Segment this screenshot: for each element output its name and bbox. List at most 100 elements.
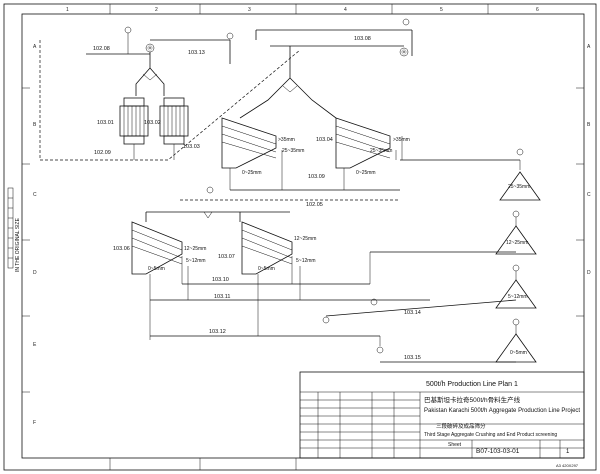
label-103-07: 103.07 [218, 254, 235, 260]
conveyor-102-05: 102.05 [180, 199, 400, 208]
pile-12-25: 12~25mm [495, 225, 537, 255]
grid-row-b: B [33, 122, 37, 128]
tb-sheet-no: 1 [566, 449, 570, 455]
tb-drawing-no: B07-103-03-01 [476, 448, 520, 455]
s1-out-1: >35mm [278, 137, 295, 143]
label-103-04: 103.04 [316, 137, 333, 143]
grid-col-2: 2 [155, 7, 158, 13]
node-top-mid [226, 32, 234, 40]
tb-line1: 500t/h Production Line Plan 1 [426, 381, 518, 388]
conveyor-102-08: 102.08 [86, 46, 150, 55]
screen-103-07: 103.07 12~25mm 5~12mm 0~5mm [218, 221, 316, 275]
conveyor-103-15: 103.15 [380, 355, 516, 363]
grid-col-3: 3 [248, 7, 251, 13]
s1-out-2: 25~35mm [282, 148, 304, 154]
s3-out-2: 5~12mm [186, 258, 206, 264]
label-103-02: 103.02 [144, 120, 161, 126]
svg-text:Ⓜ: Ⓜ [148, 45, 153, 52]
pile-label-0-5: 0~5mm [510, 350, 527, 356]
label-103-03: 103.03 [183, 144, 200, 150]
motor-103-11 [370, 298, 378, 306]
crusher-103-02: 103.02 [144, 97, 189, 145]
grid-row-a: A [33, 44, 37, 50]
pile-25-35: 25~35mm [499, 171, 541, 201]
label-103-14: 103.14 [404, 310, 421, 316]
splitter-second [145, 211, 290, 222]
pile-label-5-12: 5~12mm [508, 294, 528, 300]
tb-line2: 巴基斯坦卡拉奇500t/h骨料生产线 [424, 395, 521, 404]
grid-row-d-right: D [587, 270, 591, 276]
tb-line4: 三段破碎及成品筛分 [436, 422, 486, 430]
grid-row-c: C [33, 192, 37, 198]
side-label: IN THE ORIGINAL SIZE [15, 217, 21, 272]
grid-columns-top: 1 2 3 4 5 6 [66, 4, 539, 14]
label-102-08: 102.08 [93, 46, 110, 52]
tb-line3: Pakistan Karachi 500t/h Aggregate Produc… [424, 408, 580, 414]
label-103-01: 103.01 [97, 120, 114, 126]
tb-line6: Sheet [448, 442, 462, 448]
node-top-right [402, 18, 410, 26]
grid-col-4: 4 [344, 7, 347, 13]
motor-feed-crushers: Ⓜ [145, 43, 155, 68]
motor-pile-2 [512, 210, 520, 226]
s2-out-2: 25~35mm [370, 148, 392, 154]
pile-label-25-35: 25~35mm [508, 184, 530, 190]
pile-5-12: 5~12mm [495, 279, 537, 309]
grid-rows-right: A B C D [576, 44, 591, 317]
grid-rows-left: A B C D E F [22, 44, 37, 426]
s4-out-2: 5~12mm [296, 258, 316, 264]
s1-out-3: 0~25mm [242, 170, 262, 176]
label-103-13: 103.13 [188, 50, 205, 56]
s2-out-3: 0~25mm [356, 170, 376, 176]
label-103-06: 103.06 [113, 246, 130, 252]
motor-103-12 [376, 346, 384, 354]
grid-col-5: 5 [440, 7, 443, 13]
conveyor-103-11: 103.11 [150, 294, 430, 301]
grid-row-b-right: B [587, 122, 591, 128]
motor-mid [206, 186, 214, 194]
s2-out-1: >35mm [393, 137, 410, 143]
conveyor-103-12: 103.12 [150, 329, 381, 346]
grid-row-d: D [33, 270, 37, 276]
motor-103-14 [322, 316, 330, 324]
label-103-15: 103.15 [404, 355, 421, 361]
conveyor-103-10: 103.10 [182, 251, 516, 285]
footer-note: A3 420X297 [556, 463, 579, 468]
grid-row-c-right: C [587, 192, 591, 198]
grid-row-f: F [33, 420, 36, 426]
s4-out-1: 12~25mm [294, 236, 316, 242]
motor-pile-3 [512, 264, 520, 280]
title-block: 500t/h Production Line Plan 1 巴基斯坦卡拉奇500… [299, 371, 585, 459]
label-103-09: 103.09 [308, 174, 325, 180]
grid-col-6: 6 [536, 7, 539, 13]
label-103-11: 103.11 [214, 294, 230, 300]
conveyor-103-13: 103.13 [150, 39, 231, 64]
screen-103-03: 103.03 >35mm 25~35mm 0~25mm [183, 117, 304, 176]
s3-out-1: 12~25mm [184, 246, 206, 252]
screen-103-04: 103.04 >35mm 25~35mm 0~25mm [316, 117, 410, 176]
conveyor-102-09: 102.09 [39, 40, 301, 161]
grid-col-1: 1 [66, 7, 69, 13]
outer-border [3, 3, 597, 471]
side-scale: IN THE ORIGINAL SIZE [7, 187, 21, 272]
motor-pile-4 [512, 318, 520, 334]
label-102-09: 102.09 [94, 150, 111, 156]
pile-label-12-25: 12~25mm [506, 240, 528, 246]
grid-columns-bottom [109, 458, 297, 470]
tb-line5: Third Stage Aggregate Crushing and End P… [424, 432, 557, 438]
grid-row-a-right: A [587, 44, 591, 50]
svg-text:Ⓜ: Ⓜ [402, 49, 407, 56]
label-103-12: 103.12 [209, 329, 226, 335]
s4-out-3: 0~5mm [258, 266, 275, 272]
crusher-103-01: 103.01 [97, 97, 149, 145]
motor-pile-1 [516, 148, 524, 156]
conveyor-103-14: 103.14 [325, 299, 517, 317]
splitter-screens [239, 46, 337, 119]
s3-out-3: 0~5mm [148, 266, 165, 272]
conveyor-103-09: 103.09 [230, 174, 400, 191]
grid-row-e: E [33, 342, 37, 348]
splitter-crushers [135, 67, 165, 96]
label-103-10: 103.10 [212, 277, 229, 283]
conveyor-103-08: 103.08 [255, 29, 413, 56]
